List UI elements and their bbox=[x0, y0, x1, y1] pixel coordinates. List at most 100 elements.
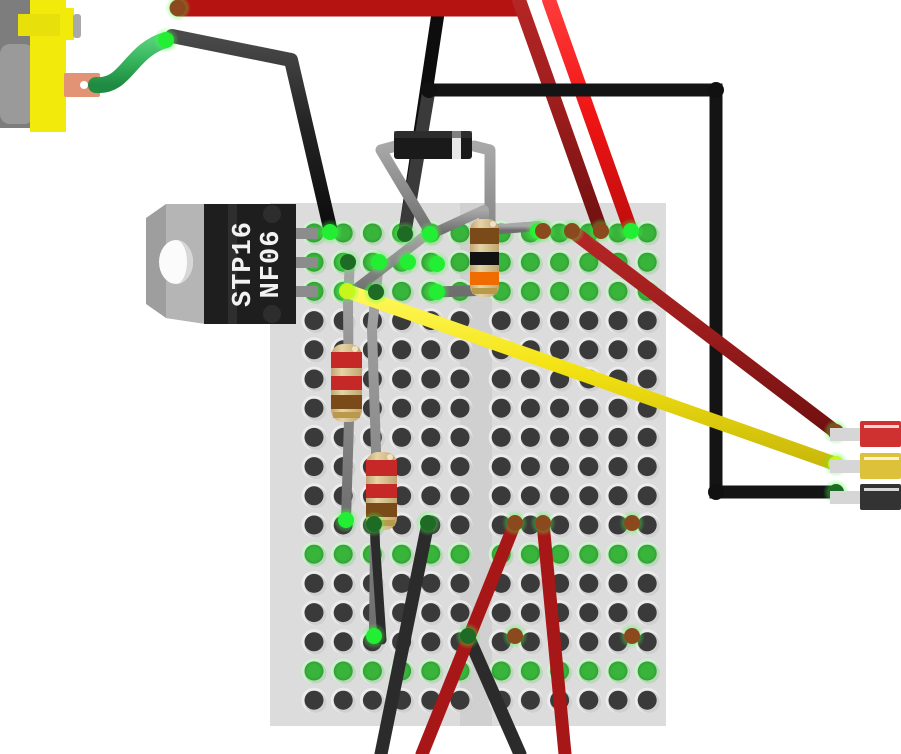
resistor-10k-ohm[interactable] bbox=[470, 219, 499, 297]
breadboard-hole[interactable] bbox=[450, 340, 470, 360]
breadboard-hole[interactable] bbox=[392, 427, 412, 447]
breadboard-hole[interactable] bbox=[491, 369, 511, 389]
breadboard-hole[interactable] bbox=[304, 311, 324, 331]
breadboard-hole[interactable] bbox=[304, 457, 324, 477]
breadboard-hole[interactable] bbox=[579, 690, 599, 710]
breadboard-hole[interactable] bbox=[579, 515, 599, 535]
breadboard-hole[interactable] bbox=[450, 398, 470, 418]
breadboard-hole[interactable] bbox=[421, 486, 441, 506]
breadboard-hole[interactable] bbox=[579, 340, 599, 360]
breadboard-hole[interactable] bbox=[579, 427, 599, 447]
breadboard-hole[interactable] bbox=[579, 311, 599, 331]
power-mosfet-stp16nf06[interactable]: STP16 NF06 bbox=[146, 204, 318, 324]
breadboard-hole[interactable] bbox=[520, 603, 540, 623]
wire-red-dark-top-to-board[interactable] bbox=[512, 0, 608, 238]
breadboard-hole[interactable] bbox=[450, 603, 470, 623]
breadboard-hole[interactable] bbox=[362, 690, 382, 710]
breadboard-hole[interactable] bbox=[579, 632, 599, 652]
breadboard-hole[interactable] bbox=[520, 398, 540, 418]
breadboard-hole[interactable] bbox=[520, 427, 540, 447]
wire-yellow-diagonal[interactable] bbox=[340, 284, 843, 471]
breadboard-hole[interactable] bbox=[304, 398, 324, 418]
breadboard-hole[interactable] bbox=[450, 690, 470, 710]
breadboard-hole[interactable] bbox=[637, 457, 657, 477]
breadboard-hole[interactable] bbox=[491, 486, 511, 506]
breadboard-hole[interactable] bbox=[450, 457, 470, 477]
connector-red[interactable] bbox=[860, 421, 901, 447]
breadboard-hole[interactable] bbox=[520, 690, 540, 710]
breadboard-hole[interactable] bbox=[392, 340, 412, 360]
breadboard-hole[interactable] bbox=[637, 690, 657, 710]
breadboard-hole[interactable] bbox=[304, 690, 324, 710]
breadboard-hole[interactable] bbox=[637, 486, 657, 506]
breadboard-hole[interactable] bbox=[421, 340, 441, 360]
breadboard-hole[interactable] bbox=[608, 603, 628, 623]
breadboard-hole[interactable] bbox=[421, 369, 441, 389]
breadboard-hole[interactable] bbox=[421, 427, 441, 447]
breadboard-hole[interactable] bbox=[392, 369, 412, 389]
breadboard-hole[interactable] bbox=[450, 427, 470, 447]
breadboard-hole[interactable] bbox=[550, 398, 570, 418]
breadboard-hole[interactable] bbox=[304, 573, 324, 593]
breadboard-hole[interactable] bbox=[550, 311, 570, 331]
breadboard-hole[interactable] bbox=[392, 398, 412, 418]
breadboard-hole[interactable] bbox=[450, 515, 470, 535]
breadboard-hole[interactable] bbox=[579, 486, 599, 506]
breadboard-hole[interactable] bbox=[520, 457, 540, 477]
breadboard-hole[interactable] bbox=[579, 398, 599, 418]
breadboard-hole[interactable] bbox=[608, 457, 628, 477]
breadboard-hole[interactable] bbox=[520, 573, 540, 593]
wire-red-bright-top-to-board[interactable] bbox=[542, 0, 638, 238]
breadboard-hole[interactable] bbox=[392, 515, 412, 535]
breadboard-hole[interactable] bbox=[450, 369, 470, 389]
breadboard-hole[interactable] bbox=[491, 457, 511, 477]
breadboard-hole[interactable] bbox=[304, 369, 324, 389]
breadboard-hole[interactable] bbox=[304, 603, 324, 623]
breadboard-hole[interactable] bbox=[608, 427, 628, 447]
wire-black-right-loop[interactable] bbox=[422, 83, 843, 499]
wires[interactable] bbox=[88, 0, 843, 754]
wire-black-top-left-bend[interactable] bbox=[165, 29, 337, 235]
breadboard-hole[interactable] bbox=[637, 427, 657, 447]
breadboard-hole[interactable] bbox=[491, 603, 511, 623]
wire-black-bottom-stub[interactable] bbox=[369, 518, 387, 645]
breadboard-hole[interactable] bbox=[637, 573, 657, 593]
breadboard-hole[interactable] bbox=[608, 690, 628, 710]
breadboard-hole[interactable] bbox=[333, 690, 353, 710]
wire-black-bottom-mid[interactable] bbox=[461, 629, 527, 754]
breadboard-hole[interactable] bbox=[333, 573, 353, 593]
breadboard-hole[interactable] bbox=[421, 632, 441, 652]
connector-yellow[interactable] bbox=[860, 453, 901, 479]
wire-red-bottom-right[interactable] bbox=[536, 516, 572, 754]
breadboard-hole[interactable] bbox=[550, 457, 570, 477]
breadboard-hole[interactable] bbox=[608, 311, 628, 331]
wire-red-dark-to-connector[interactable] bbox=[565, 224, 843, 439]
breadboard-hole[interactable] bbox=[421, 573, 441, 593]
breadboard-hole[interactable] bbox=[491, 311, 511, 331]
breadboard-hole[interactable] bbox=[579, 457, 599, 477]
breadboard-hole[interactable] bbox=[392, 573, 412, 593]
breadboard-hole[interactable] bbox=[520, 369, 540, 389]
breadboard-hole[interactable] bbox=[304, 486, 324, 506]
breadboard-hole[interactable] bbox=[520, 486, 540, 506]
breadboard-hole[interactable] bbox=[637, 369, 657, 389]
breadboard-hole[interactable] bbox=[333, 632, 353, 652]
breadboard-hole[interactable] bbox=[491, 398, 511, 418]
breadboard-hole[interactable] bbox=[450, 486, 470, 506]
breadboard-hole[interactable] bbox=[491, 427, 511, 447]
breadboard-hole[interactable] bbox=[608, 398, 628, 418]
rectifier-diode[interactable] bbox=[394, 131, 472, 159]
breadboard-hole[interactable] bbox=[520, 311, 540, 331]
wire-black-bottom-left[interactable] bbox=[374, 516, 435, 754]
breadboard-hole[interactable] bbox=[304, 340, 324, 360]
breadboard-hole[interactable] bbox=[608, 340, 628, 360]
breadboard-hole[interactable] bbox=[421, 398, 441, 418]
breadboard-hole[interactable] bbox=[637, 311, 657, 331]
breadboard-hole[interactable] bbox=[637, 603, 657, 623]
breadboard-hole[interactable] bbox=[421, 603, 441, 623]
breadboard-hole[interactable] bbox=[421, 457, 441, 477]
resistor-220-ohm-upper[interactable] bbox=[331, 344, 362, 422]
breadboard-hole[interactable] bbox=[550, 486, 570, 506]
breadboard-hole[interactable] bbox=[579, 573, 599, 593]
breadboard-hole[interactable] bbox=[608, 573, 628, 593]
